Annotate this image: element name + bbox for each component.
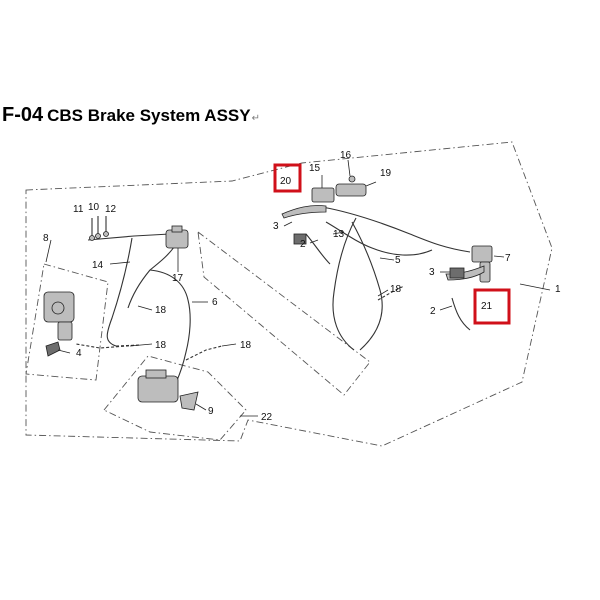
- label-4: 4: [76, 348, 82, 359]
- leader-9: [195, 403, 207, 411]
- hose-to-front-caliper: [75, 343, 141, 349]
- label-11: 11: [73, 204, 84, 215]
- label-9: 9: [208, 406, 214, 417]
- hose-6: [127, 243, 177, 309]
- bolts-10-12: [89, 216, 109, 241]
- label-6: 6: [212, 297, 218, 308]
- label-13: 13: [333, 229, 345, 240]
- leader-13: [332, 231, 345, 235]
- label-7: 7: [505, 253, 511, 264]
- label-15: 15: [309, 163, 321, 174]
- part-labels: 1 2 2 3 3 4 5 6 7 8 9 10 11 12 13 14 15 …: [43, 150, 561, 423]
- leader-3a: [283, 221, 293, 227]
- label-16: 16: [340, 150, 352, 161]
- front-master-cylinder: [281, 175, 377, 219]
- hose-handlebar: [321, 206, 471, 253]
- switch-right: [449, 267, 465, 279]
- leader-18a: [137, 305, 153, 311]
- label-18b: 18: [155, 340, 167, 351]
- leader-14: [109, 261, 131, 265]
- rear-caliper-box: [103, 355, 247, 441]
- hose-18-right: [377, 285, 405, 301]
- label-12: 12: [105, 204, 117, 215]
- assembly-boundary: [25, 141, 553, 447]
- leader-18b: [129, 343, 153, 347]
- label-14: 14: [92, 260, 104, 271]
- label-2b: 2: [430, 306, 436, 317]
- hose-upper-left: [87, 233, 171, 241]
- leader-2a: [309, 239, 319, 244]
- title-code: F-04: [2, 104, 44, 126]
- title-return-mark: ↵: [251, 113, 260, 124]
- leader-4: [57, 349, 71, 354]
- hose-6b: [149, 269, 191, 395]
- label-3b: 3: [429, 267, 435, 278]
- highlight-box-21: [473, 288, 511, 325]
- leader-7: [493, 255, 505, 258]
- hose-14: [106, 237, 133, 347]
- label-8: 8: [43, 233, 49, 244]
- label-2a: 2: [300, 239, 306, 250]
- label-18c: 18: [240, 340, 252, 351]
- rear-master-cylinder: [445, 245, 493, 283]
- hose-5b: [351, 221, 383, 351]
- label-18a: 18: [155, 305, 167, 316]
- switch-left: [293, 233, 307, 245]
- front-caliper: [43, 291, 75, 357]
- leader-1: [519, 283, 551, 291]
- leader-8: [45, 239, 52, 263]
- title-name: CBS Brake System ASSY: [47, 106, 251, 125]
- label-5: 5: [395, 255, 401, 266]
- hose-rear-18: [185, 345, 223, 361]
- wire-lever-right: [451, 297, 471, 331]
- leader-2b: [439, 305, 453, 311]
- label-3a: 3: [273, 221, 279, 232]
- highlight-box-20: [273, 163, 302, 193]
- leader-5: [379, 257, 395, 261]
- label-21: 21: [481, 301, 493, 312]
- label-10: 10: [88, 202, 100, 213]
- hose-5: [332, 217, 357, 351]
- front-caliper-box: [25, 263, 109, 381]
- label-1: 1: [555, 284, 561, 295]
- label-19: 19: [380, 168, 392, 179]
- rear-section-boundary: [197, 230, 371, 396]
- leader-18c: [221, 343, 237, 347]
- label-20: 20: [280, 176, 292, 187]
- rear-caliper: [137, 369, 199, 411]
- hose-13: [325, 221, 433, 256]
- cbs-unit: [165, 225, 189, 249]
- label-22: 22: [261, 412, 273, 423]
- wire-lever-left: [305, 233, 331, 265]
- label-17: 17: [172, 273, 184, 284]
- leader-16: [347, 159, 351, 177]
- label-18d: 18: [390, 284, 402, 295]
- leader-18d: [377, 289, 389, 297]
